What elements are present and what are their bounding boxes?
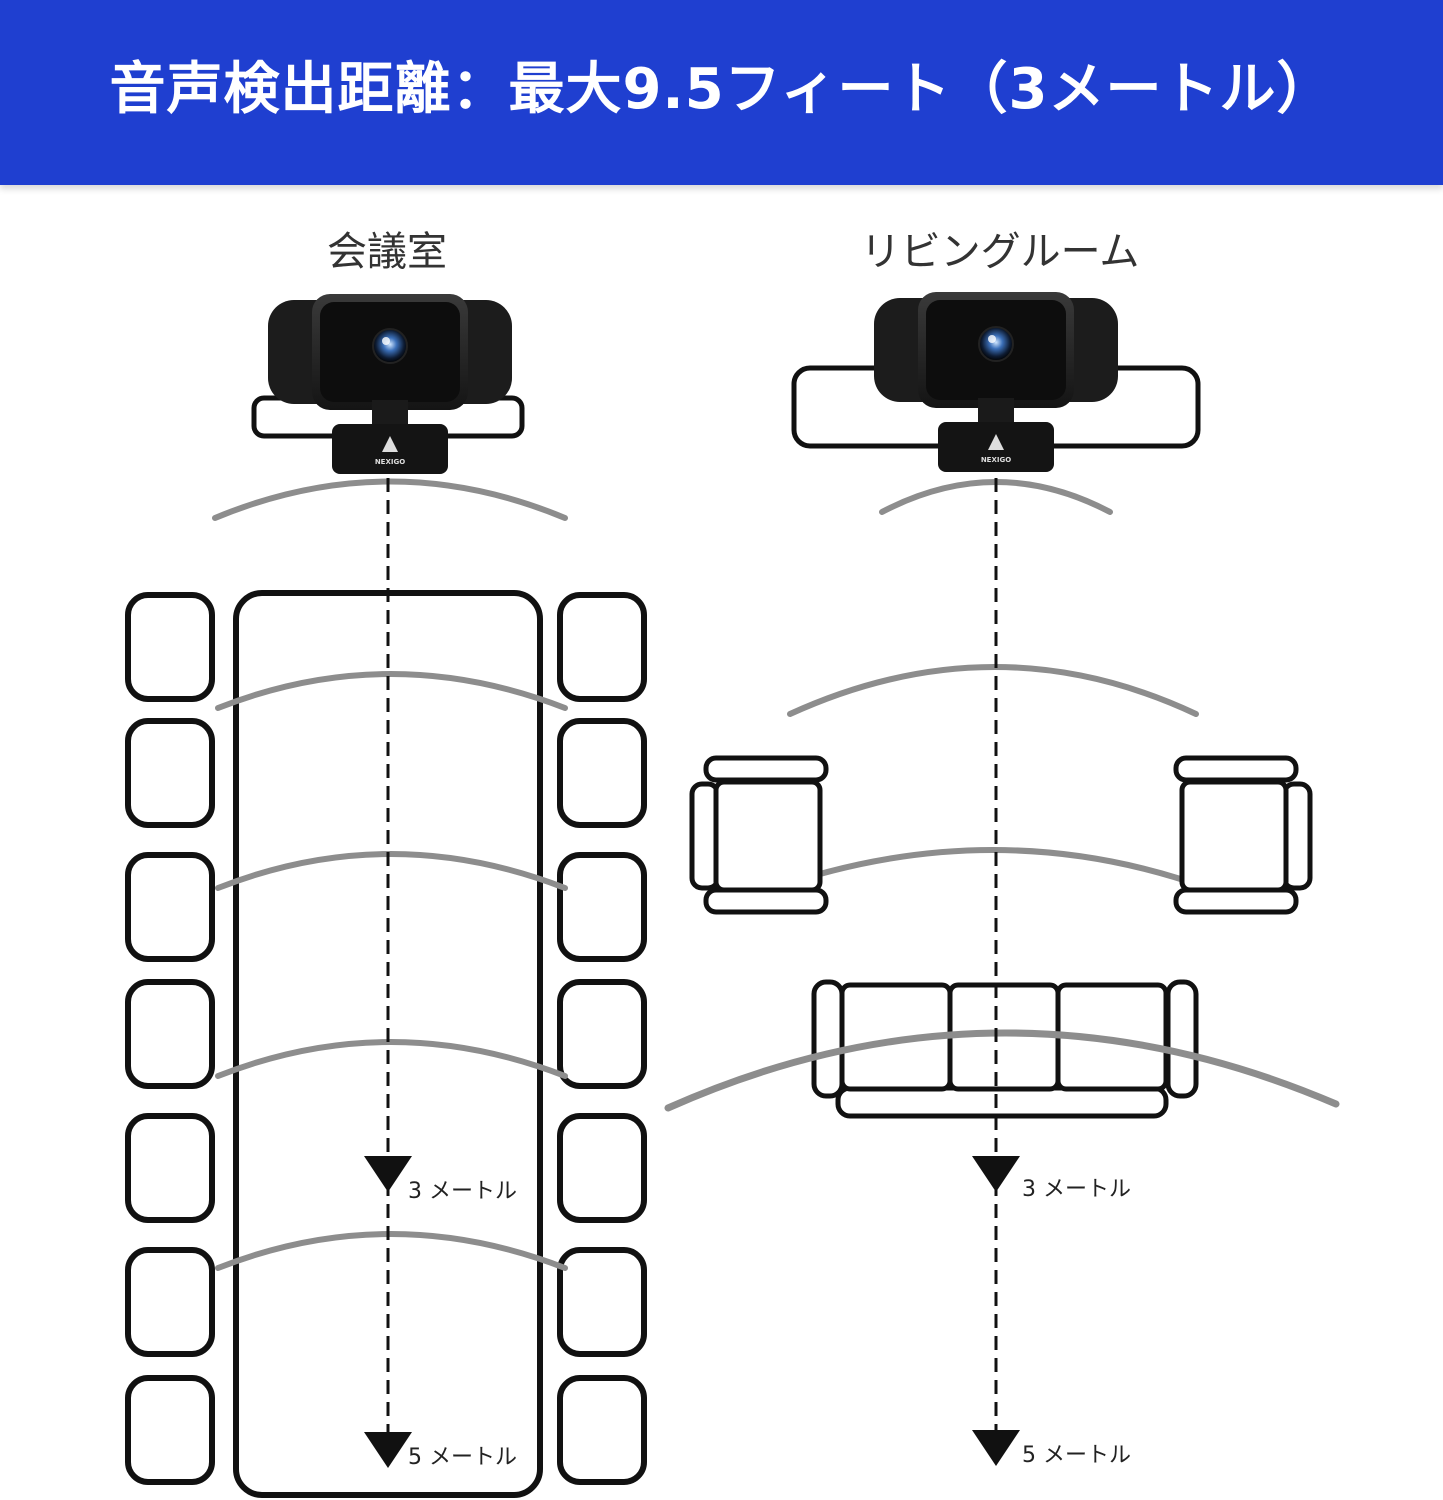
webcam-brand: NEXIGO (375, 458, 405, 466)
chair-icon (128, 1378, 212, 1482)
chair-icon (128, 982, 212, 1086)
chairs-left (128, 595, 212, 1482)
distance-label-5m: 5 メートル (1022, 1443, 1131, 1468)
arrow-down-icon (972, 1156, 1020, 1192)
room-title-living: リビングルーム (860, 229, 1140, 275)
chair-icon (128, 721, 212, 825)
sofa-icon (811, 979, 1199, 1119)
distance-label-3m: 3 メートル (1022, 1177, 1131, 1202)
living-room-scene: NEXIGO 3 メートル 5 メートル (664, 291, 1340, 1468)
armchair-icon (692, 758, 826, 912)
chair-icon (128, 1250, 212, 1354)
chair-icon (560, 1250, 644, 1354)
chair-icon (560, 982, 644, 1086)
sound-waves-left (215, 671, 568, 1271)
chair-icon (560, 1378, 644, 1482)
chair-icon (128, 595, 212, 699)
chairs-right (560, 595, 644, 1482)
banner-title: 音声検出距離：最大9.5フィート（3メートル） (109, 57, 1334, 122)
chair-icon (560, 721, 644, 825)
chair-icon (128, 1116, 212, 1220)
webcam-icon: NEXIGO (873, 291, 1119, 473)
meeting-room-scene: NEXIGO (128, 293, 644, 1498)
arrow-down-icon (364, 1156, 412, 1192)
distance-label-5m: 5 メートル (408, 1445, 517, 1470)
chair-icon (560, 595, 644, 699)
webcam-brand: NEXIGO (981, 456, 1011, 464)
header-banner: 音声検出距離：最大9.5フィート（3メートル） (0, 0, 1443, 185)
sound-wave (212, 478, 568, 521)
arrow-down-icon (972, 1430, 1020, 1466)
arrow-down-icon (364, 1432, 412, 1468)
chair-icon (560, 1116, 644, 1220)
distance-label-3m: 3 メートル (408, 1179, 517, 1204)
chair-icon (560, 855, 644, 959)
chair-icon (128, 855, 212, 959)
armchair-icon (1176, 758, 1310, 912)
webcam-icon: NEXIGO (267, 293, 513, 475)
room-title-meeting: 会議室 (327, 229, 447, 275)
sound-wave (664, 1029, 1340, 1112)
